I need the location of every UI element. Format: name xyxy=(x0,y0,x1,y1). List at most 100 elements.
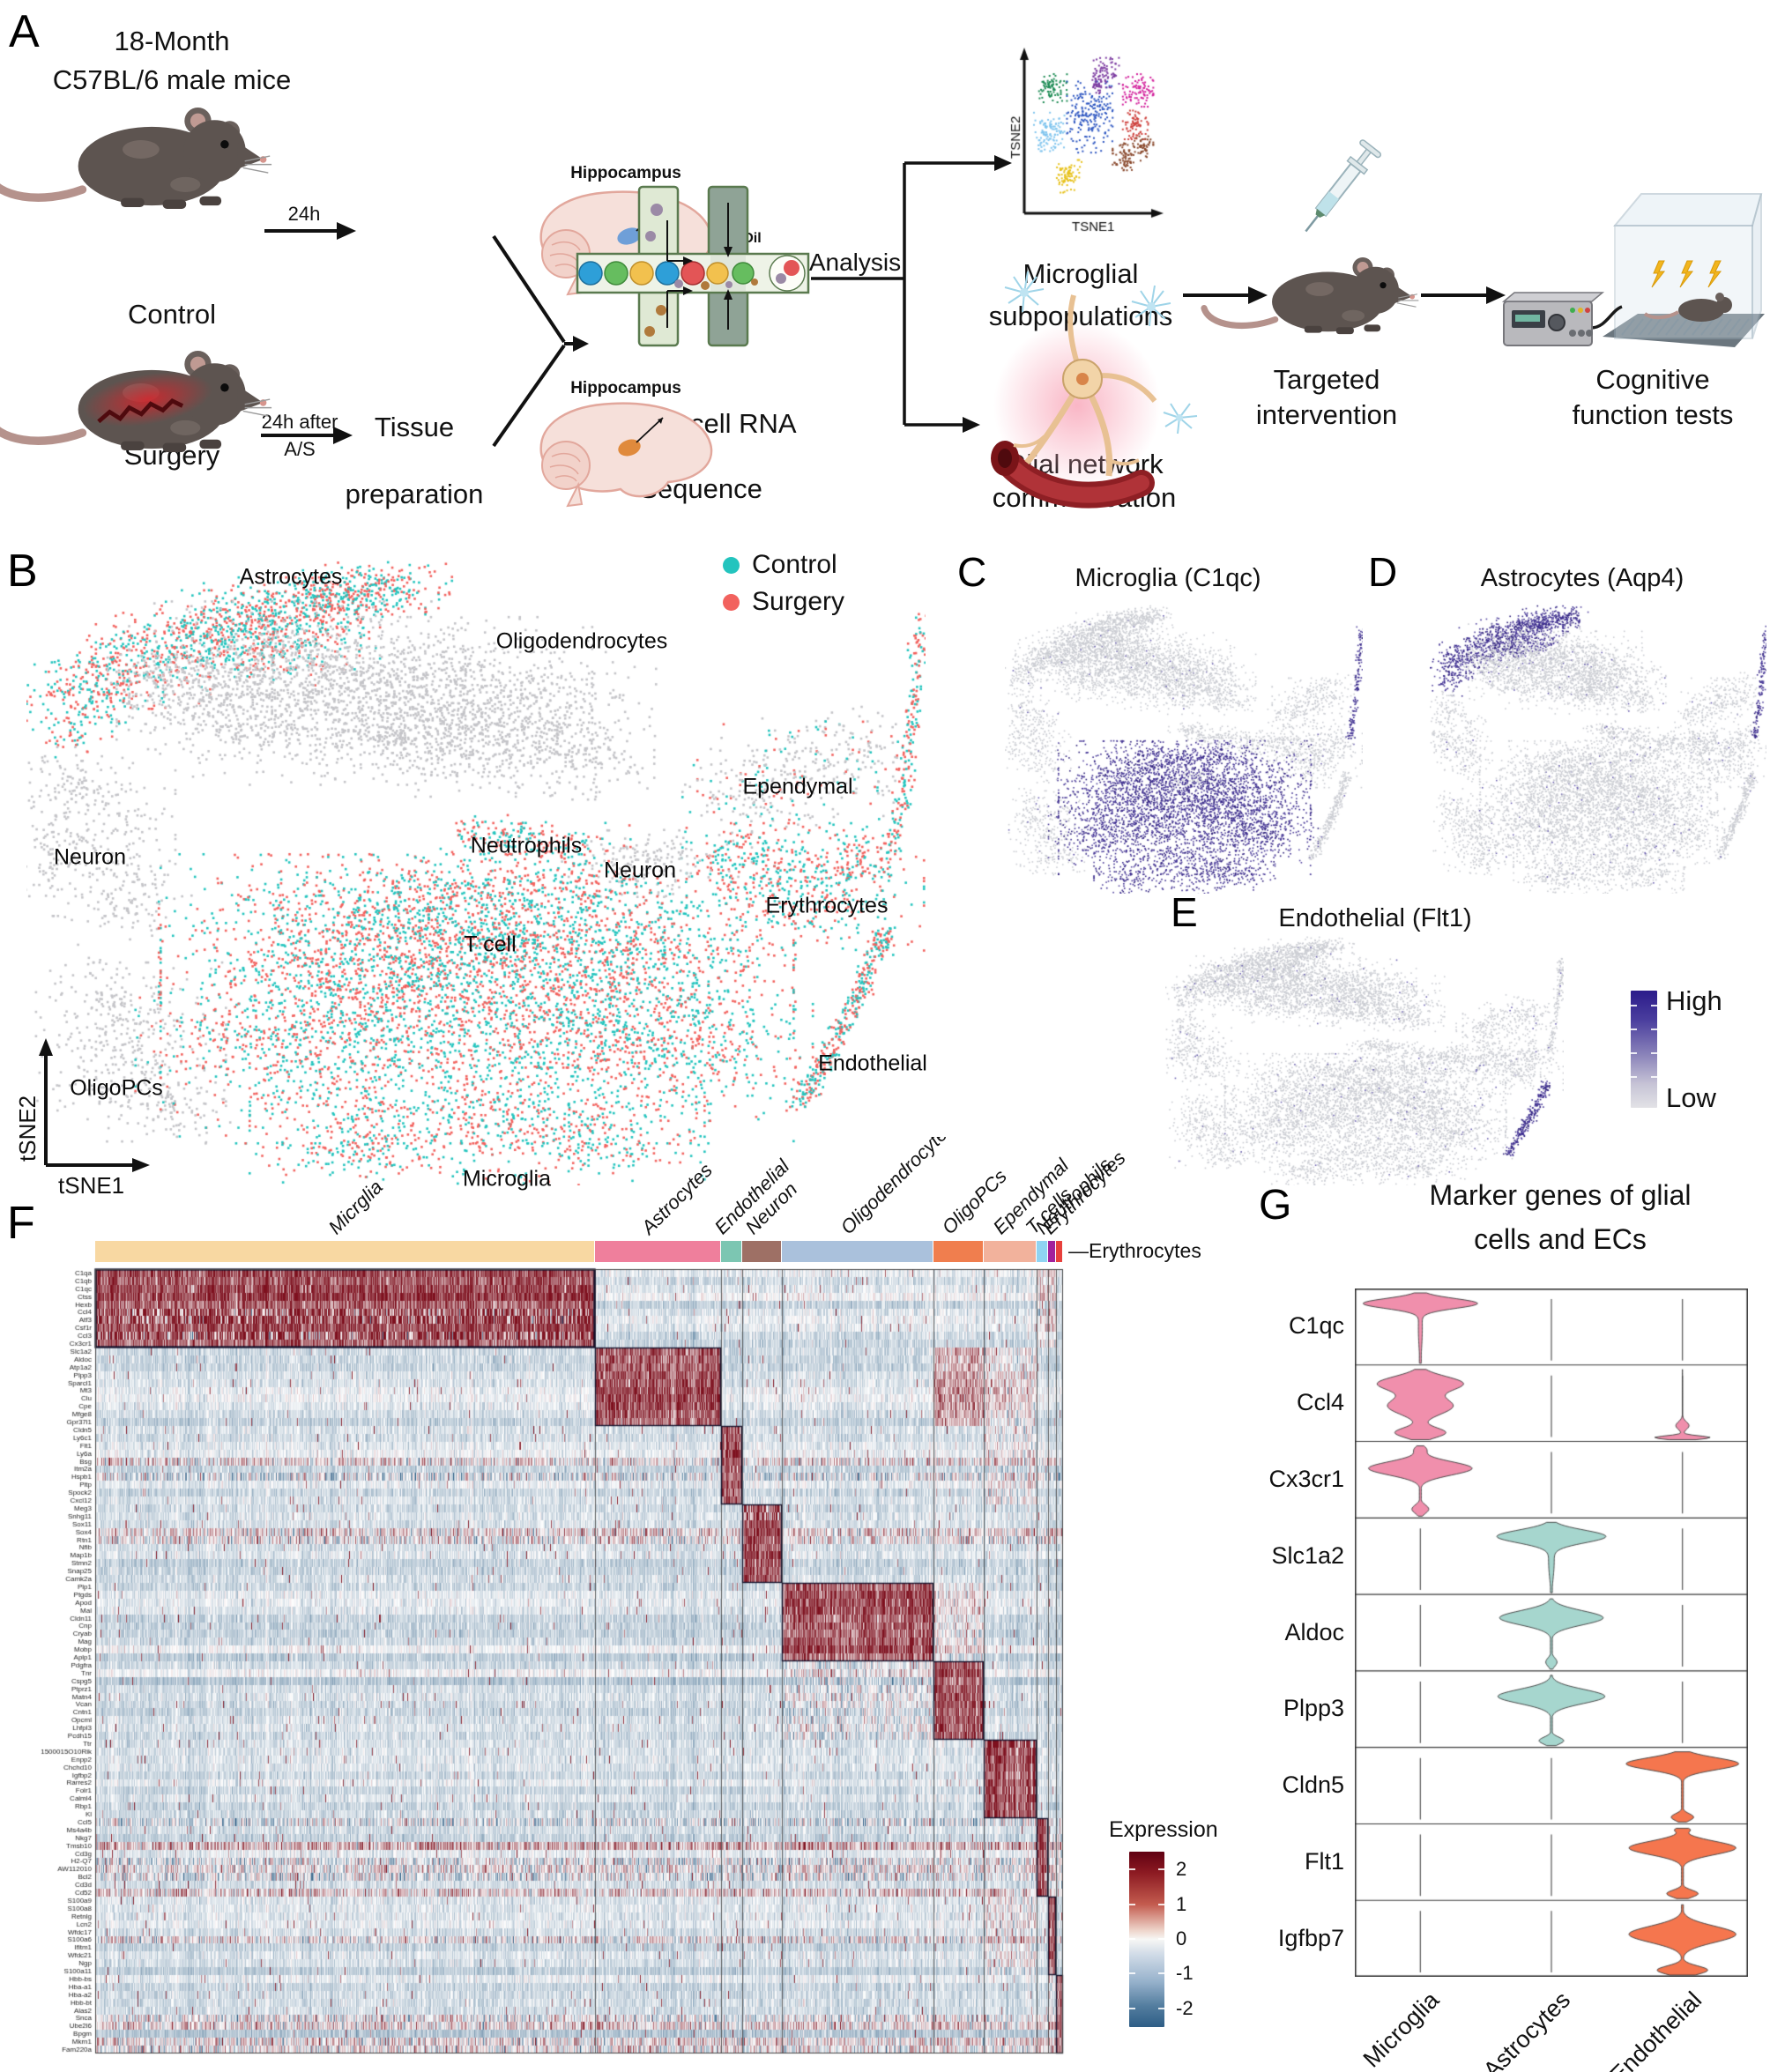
heatmap-annotation-bar xyxy=(95,1241,1063,1262)
annotation-segment-neutrophils xyxy=(1047,1241,1056,1262)
fear-conditioning-chamber-illustration xyxy=(1501,193,1765,347)
panel-c-title: Microglia (C1qc) xyxy=(1075,564,1261,592)
annotation-segment-erythrocytes xyxy=(1055,1241,1063,1262)
panel-e-title: Endothelial (Flt1) xyxy=(1278,904,1472,932)
microglial-caption-1: Microglial xyxy=(1023,258,1139,289)
mini-tsne-plot xyxy=(1010,44,1169,236)
violin-gene-label-ccl4: Ccl4 xyxy=(1296,1389,1344,1416)
targeted-caption-2: intervention xyxy=(1255,399,1398,430)
annotation-segment-oligodendrocytes xyxy=(781,1241,933,1262)
panel-g-label: G xyxy=(1259,1182,1292,1229)
legend-label: Surgery xyxy=(752,587,845,616)
expression-tick-2: 2 xyxy=(1176,1858,1187,1881)
hippocampus-label-1: Hippocampus xyxy=(570,164,681,182)
expression-tick-dash xyxy=(1129,1903,1135,1905)
expression-tick-dash xyxy=(1129,1938,1135,1940)
violin-celltype-label-endothelial: Endothelial xyxy=(1604,1987,1707,2072)
targeted-caption-1: Targeted xyxy=(1273,364,1380,395)
violin-gene-label-plpp3: Plpp3 xyxy=(1283,1695,1344,1722)
cluster-label-endothelial: Endothelial xyxy=(818,1051,927,1076)
tissue-caption-1: Tissue xyxy=(374,412,455,442)
annotation-segment-ependymal xyxy=(983,1241,1037,1262)
workflow-arrow-as xyxy=(261,427,353,444)
brain-illustration-surgery xyxy=(539,402,713,508)
erythrocytes-callout: —Erythrocytes xyxy=(1068,1239,1201,1262)
cluster-label-oligopcs: OligoPCs xyxy=(70,1075,163,1101)
legend-item-surgery: Surgery xyxy=(723,587,844,617)
expression-tick-dash xyxy=(1129,1972,1135,1975)
tsne-plot-by-group xyxy=(26,560,926,1185)
cluster-label-neuron: Neuron xyxy=(54,844,126,870)
violin-gene-label-slc1a2: Slc1a2 xyxy=(1271,1541,1344,1569)
arrow-as-label: A/S xyxy=(284,438,316,460)
marker-violin-plot xyxy=(1355,1289,1748,1977)
cluster-label-microglia: Microglia xyxy=(462,1166,552,1192)
surgery-mouse-illustration xyxy=(0,351,271,452)
feature-colorbar xyxy=(1631,991,1657,1108)
analysis-label: Analysis xyxy=(808,249,902,276)
expression-legend-title: Expression xyxy=(1109,1817,1218,1842)
violin-gene-label-flt1: Flt1 xyxy=(1304,1847,1344,1875)
feature-plot-flt1 xyxy=(1165,936,1564,1185)
legend-dot xyxy=(723,556,740,574)
cluster-label-t-cell: T cell xyxy=(464,932,517,957)
cluster-label-oligodendrocytes: Oligodendrocytes xyxy=(495,628,668,654)
panel-g-title-1: Marker genes of glial xyxy=(1429,1179,1692,1211)
tsne1-axis-label: tSNE1 xyxy=(58,1172,125,1199)
cluster-label-erythrocytes: Erythrocytes xyxy=(765,893,889,918)
tsne-axes xyxy=(39,1038,150,1172)
arrow-24h-label: 24h xyxy=(287,203,321,225)
panel-g-title-2: cells and ECs xyxy=(1474,1223,1647,1255)
cluster-label-astrocytes: Astrocytes xyxy=(239,564,343,590)
feature-plot-c1qc xyxy=(1005,605,1363,894)
subject-strain: C57BL/6 male mice xyxy=(52,64,292,95)
colorbar-low-label: Low xyxy=(1666,1082,1716,1113)
control-mouse-illustration xyxy=(0,108,271,209)
workflow-arrow-24h xyxy=(264,222,356,240)
colorbar-high-label: High xyxy=(1666,985,1722,1016)
cluster-label-ependymal: Ependymal xyxy=(742,774,853,799)
violin-celltype-label-astrocytes: Astrocytes xyxy=(1477,1987,1576,2072)
cluster-label-neuron: Neuron xyxy=(604,858,676,883)
annotation-segment-endothelial xyxy=(721,1241,742,1262)
control-label: Control xyxy=(128,299,216,330)
violin-gene-label-c1qc: C1qc xyxy=(1288,1312,1344,1340)
violin-gene-label-cldn5: Cldn5 xyxy=(1282,1771,1344,1799)
expression-tick-dash xyxy=(1158,1903,1164,1905)
workflow-arrow-intervention xyxy=(1183,286,1268,304)
subject-age: 18-Month xyxy=(114,26,230,56)
violin-gene-label-igfbp7: Igfbp7 xyxy=(1277,1924,1344,1951)
microfluidic-chip-illustration xyxy=(576,185,810,347)
tissue-caption-2: preparation xyxy=(345,479,484,509)
merge-lines xyxy=(492,234,589,448)
analysis-branch xyxy=(811,155,1012,433)
injection-mouse-illustration xyxy=(1204,139,1418,334)
annotation-segment-neuron xyxy=(741,1241,782,1262)
expression-tick-dash xyxy=(1158,2007,1164,2009)
legend-label: Control xyxy=(752,550,837,579)
cluster-label-neutrophils: Neutrophils xyxy=(470,833,583,858)
expression-tick-dash xyxy=(1158,1938,1164,1940)
panel-d-title: Astrocytes (Aqp4) xyxy=(1480,564,1684,592)
heatmap-group-label-micrglia: Micrglia xyxy=(324,1176,387,1239)
panel-a-illustrations xyxy=(0,0,1765,509)
panel-a-label: A xyxy=(9,6,40,57)
marker-gene-heatmap xyxy=(26,1264,1067,2059)
violin-gene-label-aldoc: Aldoc xyxy=(1284,1618,1344,1645)
annotation-segment-astrocytes xyxy=(595,1241,721,1262)
annotation-segment-micrglia xyxy=(95,1241,595,1262)
tsne2-axis-label: tSNE2 xyxy=(14,1095,41,1162)
workflow-arrow-cognitive xyxy=(1421,286,1506,304)
cognitive-caption-1: Cognitive xyxy=(1595,364,1710,395)
expression-tick-dash xyxy=(1129,1868,1135,1871)
panel-c-label: C xyxy=(957,549,987,595)
legend-item-control: Control xyxy=(723,550,844,580)
legend-dot xyxy=(723,593,740,611)
cognitive-caption-2: function tests xyxy=(1572,399,1734,430)
panel-d-label: D xyxy=(1368,549,1398,595)
annotation-segment-t-cells xyxy=(1036,1241,1048,1262)
expression-tick-dash xyxy=(1158,1868,1164,1871)
glial-network-illustration xyxy=(991,271,1198,509)
